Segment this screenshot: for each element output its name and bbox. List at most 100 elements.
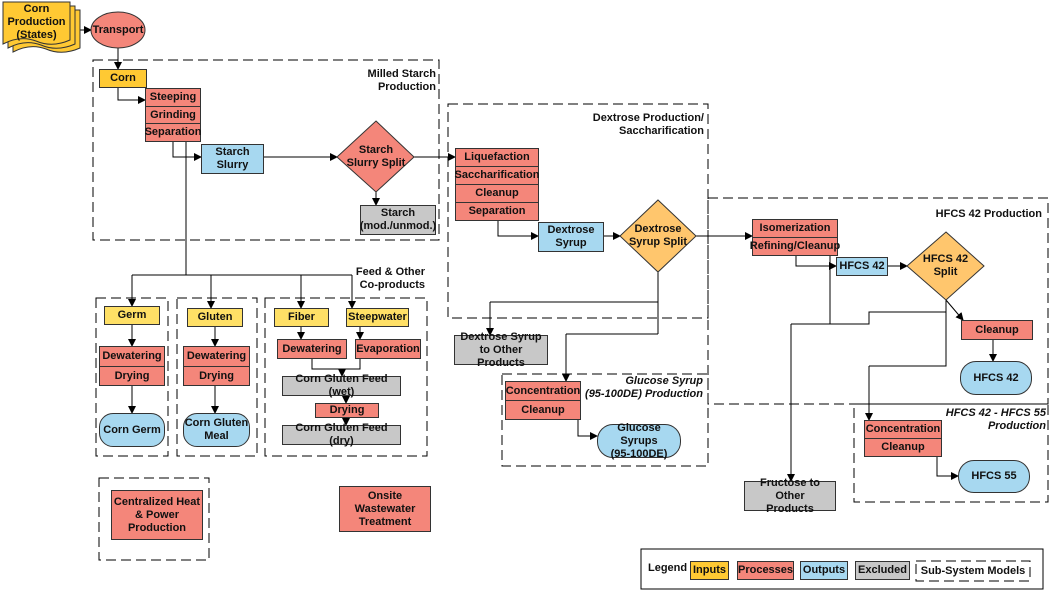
glucose-out-line2: (95-100DE)	[610, 447, 668, 460]
legend-outputs: Outputs	[800, 561, 848, 580]
milled-title: Milled Starch Production	[330, 68, 436, 94]
refining-node: Refining/Cleanup	[750, 237, 840, 256]
line-split-hfcs55	[869, 312, 947, 367]
hfcs55-output-node: HFCS 55	[958, 460, 1030, 493]
gluten-node: Gluten	[187, 308, 243, 327]
arrow-glucose-out	[577, 420, 598, 440]
glucose-syrups-node: Glucose Syrups (95-100DE)	[597, 421, 681, 460]
glucose-title-1: Glucose Syrup	[625, 375, 703, 387]
corn-node: Corn	[99, 69, 147, 88]
legend-inputs: Inputs	[690, 561, 729, 580]
hfcs55-title-1: HFCS 42 - HFCS 55	[945, 407, 1046, 419]
dextrose-split-line1: Dextrose	[634, 223, 682, 235]
wastewater-line3: Treatment	[358, 515, 412, 528]
dextrose-cleanup-node: Cleanup	[455, 184, 539, 203]
glucose-concentration-node: Concentration	[505, 381, 581, 401]
starch-slurry-node: Starch Slurry	[201, 144, 264, 174]
source-line3: (States)	[16, 28, 57, 41]
dextrose-split-line2: Syrup Split	[628, 236, 688, 248]
transport-label: Transport	[92, 23, 144, 36]
dextrose-title-2: Saccharification	[619, 125, 704, 137]
liquefaction-node: Liquefaction	[455, 148, 539, 167]
gluten-meal-line2: Meal	[204, 430, 229, 442]
region-milled-starch	[92, 59, 440, 241]
fructose-line1: Fructose to Other	[760, 476, 820, 502]
saccharification-node: Saccharification	[455, 166, 540, 185]
cgf-wet-node: Corn Gluten Feed (wet)	[282, 373, 401, 398]
hfcs55-cleanup-node: Cleanup	[864, 438, 942, 457]
region-fiber	[264, 297, 428, 457]
legend-box	[640, 548, 1044, 590]
starch-excluded-node: Starch (mod./unmod.)	[360, 205, 436, 235]
region-heat	[98, 477, 210, 561]
heat-line1: Centralized Heat	[113, 495, 201, 508]
cgf-drying-node: Drying	[315, 403, 379, 418]
heat-line3: Production	[127, 521, 187, 534]
starch-split-line2: Slurry Split	[346, 157, 406, 169]
hfcs42-split-line1: HFCS 42	[922, 253, 969, 265]
fiber-node: Fiber	[274, 308, 329, 327]
heat-power-node: Centralized Heat & Power Production	[111, 490, 203, 540]
region-hfcs55	[853, 403, 1049, 503]
legend-excluded: Excluded	[855, 561, 910, 580]
starch-excluded-line1: Starch	[380, 207, 416, 219]
legend-subsystem-swatch	[915, 560, 1031, 582]
dextrose-syrup-line2: Syrup	[555, 237, 587, 249]
source-line1: Corn	[23, 2, 50, 15]
diamond-starch-split	[336, 120, 415, 193]
separation-node: Separation	[145, 123, 201, 142]
hfcs42-split-line2: Split	[933, 266, 958, 278]
dextrose-other-node: Dextrose Syrup to Other Products	[454, 331, 548, 369]
region-hfcs42	[707, 197, 1049, 405]
hfcs55-concentration-node: Concentration	[864, 420, 942, 439]
gluten-drying-node: Drying	[183, 366, 250, 386]
fiber-dewatering-node: Dewatering	[277, 339, 347, 359]
dextrose-other-line2: to Other Products	[477, 343, 525, 369]
hfcs42-title: HFCS 42 Production	[935, 208, 1042, 220]
milled-title-1: Milled Starch	[367, 68, 436, 80]
region-dextrose	[447, 103, 709, 319]
cgf-dry-node: Corn Gluten Feed (dry)	[282, 422, 401, 447]
diamond-dextrose-split	[619, 199, 697, 273]
fructose-line2: Products	[766, 502, 814, 515]
glucose-title: Glucose Syrup (95-100DE) Production	[575, 375, 703, 401]
hfcs42-final-node: HFCS 42	[960, 361, 1032, 395]
source-label: Corn Production (States)	[3, 2, 70, 41]
starch-slurry-line1: Starch	[215, 146, 250, 158]
source-document-stack	[2, 1, 81, 53]
starch-split-line1: Starch	[358, 144, 394, 156]
grinding-node: Grinding	[145, 106, 201, 124]
starch-slurry-line2: Slurry	[216, 159, 249, 171]
corn-germ-node: Corn Germ	[99, 413, 165, 447]
dextrose-split-label: Dextrose Syrup Split	[620, 219, 696, 253]
isomerization-node: Isomerization	[752, 219, 838, 238]
arrow-separation-slurry	[172, 142, 202, 161]
starch-split-label: Starch Slurry Split	[337, 140, 415, 174]
wastewater-node: Onsite Wastewater Treatment	[339, 486, 431, 532]
glucose-cleanup-node: Cleanup	[505, 400, 581, 420]
legend-processes: Processes	[737, 561, 794, 580]
dextrose-title: Dextrose Production/ Saccharification	[560, 112, 704, 138]
germ-drying-node: Drying	[99, 366, 165, 386]
dextrose-separation-node: Separation	[455, 202, 539, 221]
fructose-node: Fructose to Other Products	[744, 477, 836, 515]
transport-oval	[90, 11, 146, 49]
hfcs42-cleanup-node: Cleanup	[961, 320, 1033, 340]
line-hfcs42-split-fructose	[830, 300, 947, 325]
arrow-corn-steeping	[117, 87, 146, 104]
wastewater-line1: Onsite	[367, 489, 403, 502]
legend-subsystem: Sub-System Models	[920, 564, 1026, 577]
feed-title-1: Feed & Other	[355, 266, 425, 278]
glucose-out-line1: Glucose Syrups	[617, 421, 661, 447]
legend-title: Legend	[648, 562, 688, 574]
hfcs55-title-2: Production	[987, 420, 1046, 432]
source-line2: Production	[7, 15, 66, 28]
starch-excluded-line2: (mod./unmod.)	[359, 220, 437, 232]
steepwater-node: Steepwater	[346, 308, 409, 327]
milled-title-2: Production	[377, 81, 436, 93]
dextrose-syrup-node: Dextrose Syrup	[538, 222, 604, 252]
germ-dewatering-node: Dewatering	[99, 346, 165, 367]
arrow-refining-hfcs42	[795, 256, 837, 270]
heat-line2: & Power	[134, 508, 179, 521]
